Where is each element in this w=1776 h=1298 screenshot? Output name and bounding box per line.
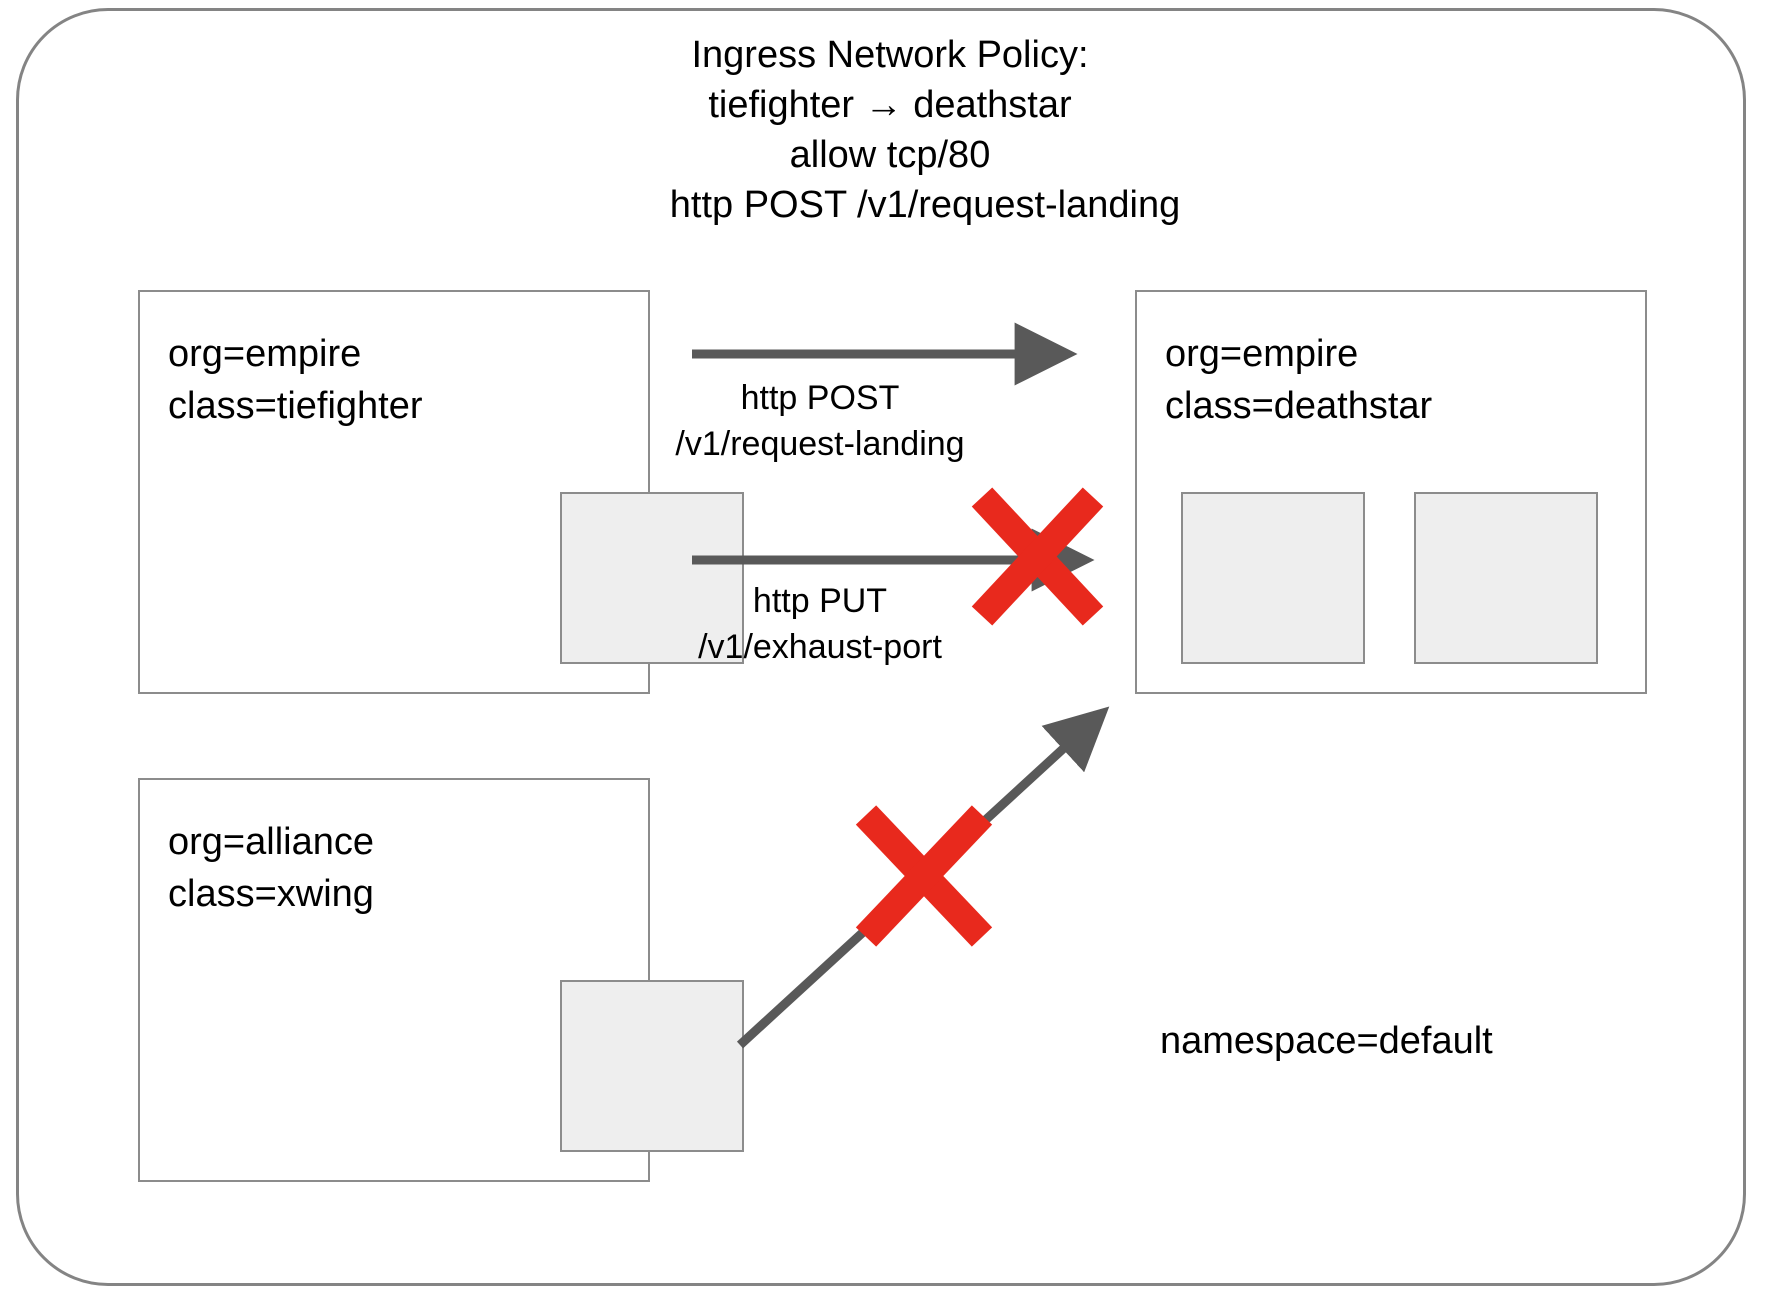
pod-tiefighter-1 bbox=[560, 492, 744, 664]
namespace-caption: namespace=default bbox=[1160, 1020, 1493, 1062]
flow-label-line-2: /v1/request-landing bbox=[675, 425, 965, 463]
endpoint-box-deathstar: org=empire class=deathstar bbox=[1135, 290, 1647, 694]
policy-title-line-1: Ingress Network Policy: bbox=[691, 34, 1089, 76]
endpoint-labels-tiefighter: org=empire class=tiefighter bbox=[168, 328, 423, 432]
endpoint-labels-xwing: org=alliance class=xwing bbox=[168, 816, 374, 920]
pod-deathstar-2 bbox=[1414, 492, 1598, 664]
endpoint-label-class: class=deathstar bbox=[1165, 385, 1433, 427]
pod-deathstar-1 bbox=[1181, 492, 1365, 664]
policy-title-line-3: allow tcp/80 bbox=[789, 134, 991, 176]
policy-title-line-2: tiefighter → deathstar bbox=[708, 84, 1072, 126]
policy-title-line-4: http POST /v1/request-landing bbox=[669, 184, 1181, 226]
flow-label-line-1: http POST bbox=[740, 379, 900, 417]
endpoint-label-org: org=empire bbox=[168, 333, 362, 375]
flow-label-line-1: http PUT bbox=[752, 582, 888, 620]
endpoint-label-org: org=alliance bbox=[168, 821, 374, 863]
flow-label-line-2: /v1/exhaust-port bbox=[698, 628, 942, 666]
policy-title: Ingress Network Policy: tiefighter → dea… bbox=[420, 30, 1360, 230]
endpoint-box-tiefighter: org=empire class=tiefighter bbox=[138, 290, 744, 694]
endpoint-labels-deathstar: org=empire class=deathstar bbox=[1165, 328, 1432, 432]
endpoint-label-class: class=xwing bbox=[168, 873, 374, 915]
endpoint-label-org: org=empire bbox=[1165, 333, 1359, 375]
endpoint-box-xwing: org=alliance class=xwing bbox=[138, 778, 744, 1182]
flow-label-put-exhaust-port: http PUT /v1/exhaust-port bbox=[620, 578, 1020, 670]
endpoint-label-class: class=tiefighter bbox=[168, 385, 423, 427]
flow-label-post-request-landing: http POST /v1/request-landing bbox=[620, 375, 1020, 467]
pod-xwing-1 bbox=[560, 980, 744, 1152]
